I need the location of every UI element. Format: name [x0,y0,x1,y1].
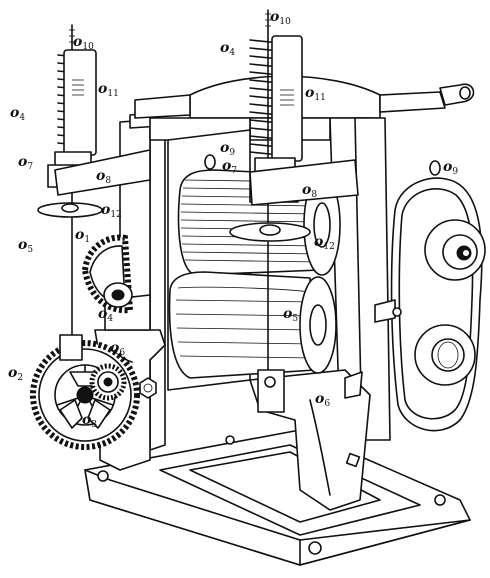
label-pinion: o3 [82,412,97,430]
label-bearing-left: o6 [110,340,125,358]
label-handwheel-left: o12 [101,202,122,220]
label-bearing-right: o6 [315,391,330,409]
label-collar-left: o7 [18,154,33,172]
label-screw-shaft-left: o5 [18,237,33,255]
label-screw-right: o10 [270,9,291,27]
lock-nut-right [429,160,441,176]
label-gauge-left: o11 [98,81,119,99]
lower-roll [168,271,337,379]
label-bevel-gear: o1 [75,227,90,245]
label-screw-shaft-right: o5 [283,306,298,324]
label-gear-hub: o4 [98,306,113,324]
callout-labels: o10 o4 o11 o7 o8 o12 o5 o1 o4 o6 o2 o3 o… [8,9,458,430]
label-gauge-right: o11 [305,85,326,103]
label-spring-left: o4 [10,105,25,123]
bevel-gear [81,234,134,314]
label-spur-gear: o2 [8,365,23,383]
label-spring-right: o4 [220,40,235,58]
gear-guard [374,177,486,432]
left-crosshead [54,149,151,196]
large-spur-gear [30,340,140,450]
pinion-gear [89,363,157,401]
label-collar-right: o7 [222,158,237,176]
label-lock-nut-right: o9 [443,159,458,177]
base-frame [84,429,471,566]
label-crosshead-left: o8 [96,168,111,186]
label-handwheel-right: o12 [314,234,335,252]
label-screw-left: o10 [73,34,94,52]
label-lock-nut-mid: o9 [220,140,235,158]
label-crosshead-right: o8 [302,182,317,200]
right-crosshead [249,159,359,206]
lock-nut-mid [204,154,216,170]
frame-bolt [345,452,361,468]
